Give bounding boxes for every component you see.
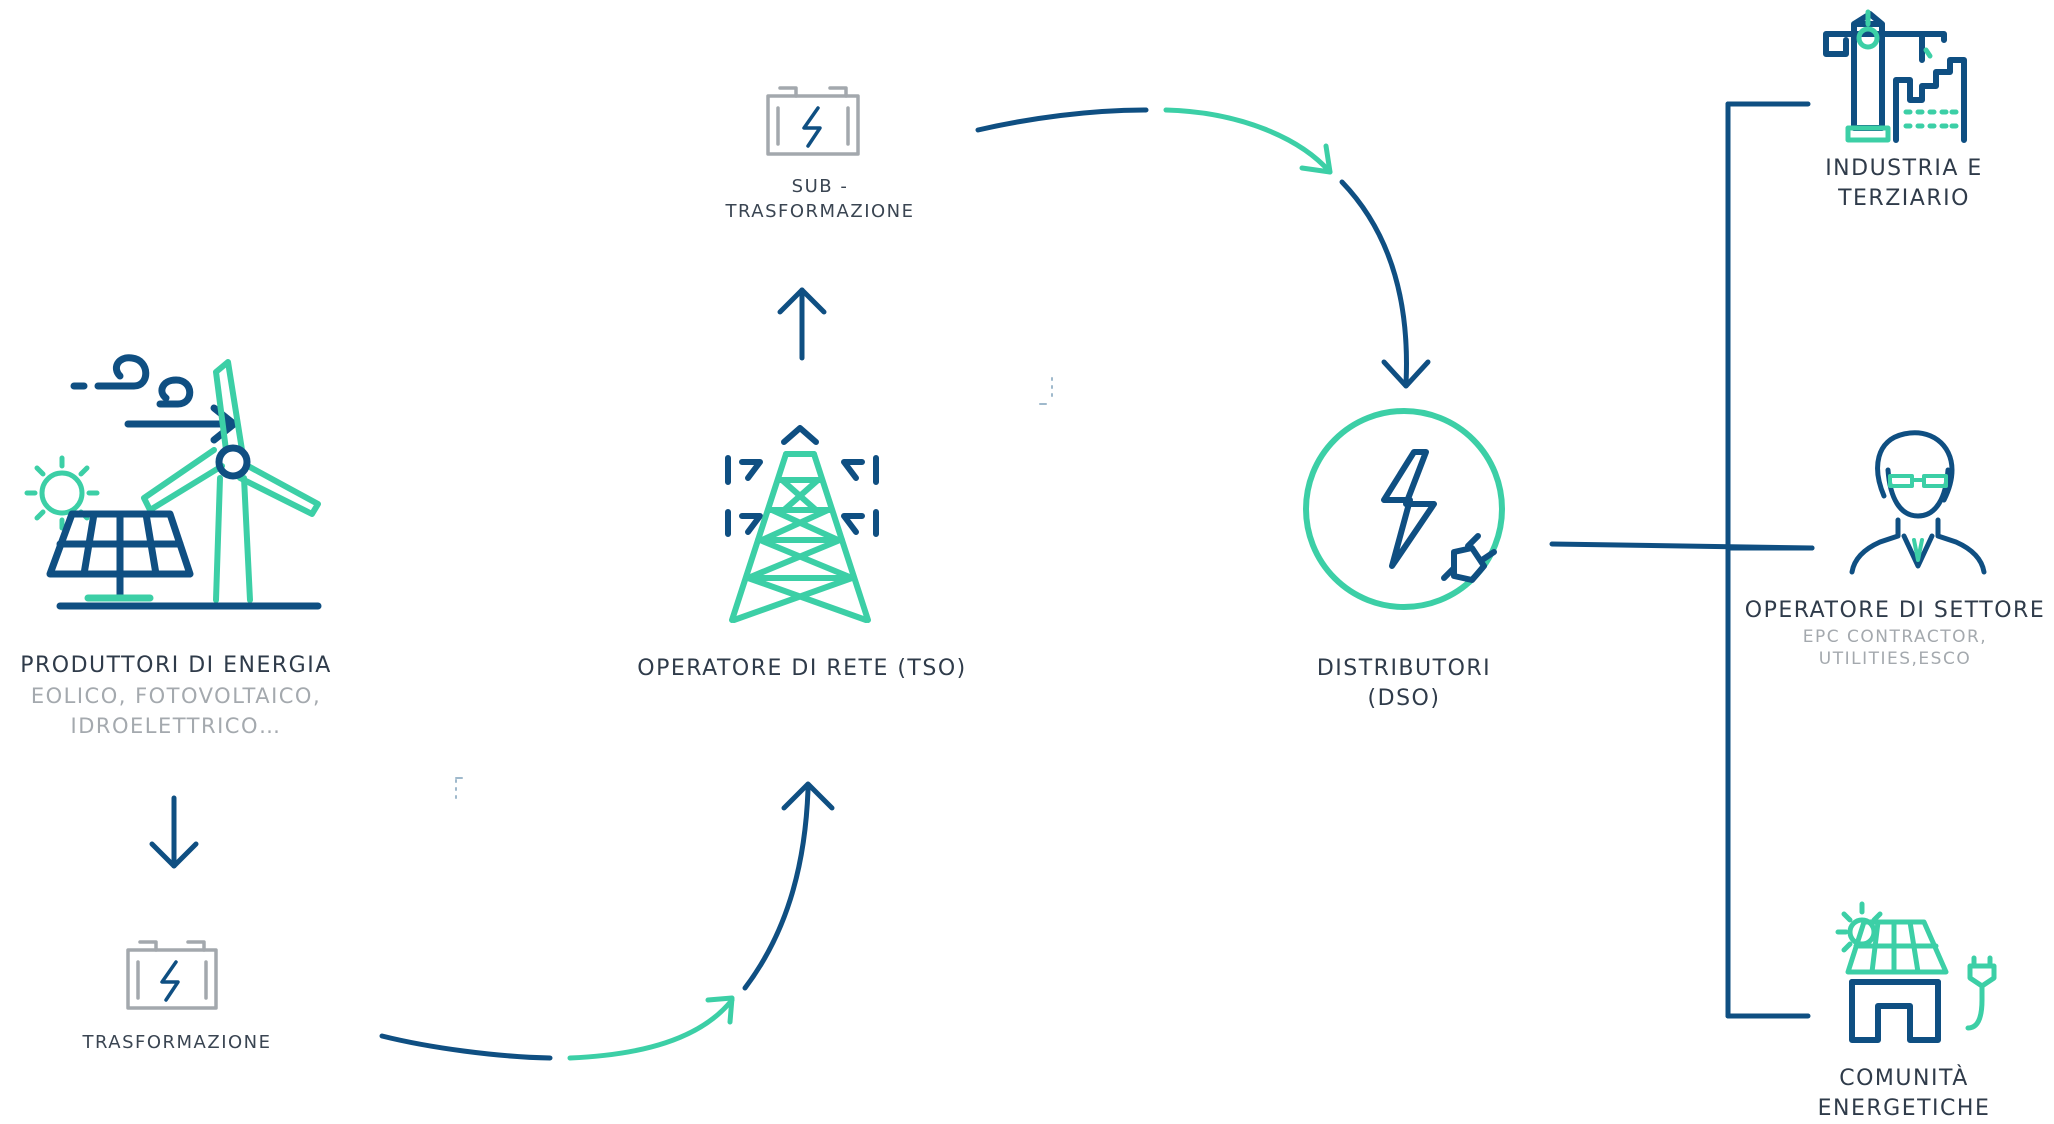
sub-trasformazione-line-1: SUB - [791, 176, 849, 197]
operatore-settore-subtitle-1: EPC CONTRACTOR, [1802, 627, 1988, 647]
flow-arrow-subtrasf-to-dso [975, 107, 1431, 389]
trasformazione-title: TRASFORMAZIONE [82, 1032, 272, 1053]
power-pylon-icon [725, 425, 879, 623]
lightning-plug-icon [1303, 408, 1505, 610]
sub-trasformazione-line-2: TRASFORMAZIONE [725, 201, 915, 222]
node-comunita: COMUNITÀ ENERGETICHE [1798, 1064, 2010, 1124]
arrow-up-icon [777, 287, 827, 361]
operatore-settore-title: OPERATORE DI SETTORE [1744, 598, 2046, 623]
comunita-line-2: ENERGETICHE [1817, 1096, 1991, 1121]
battery-icon [126, 940, 218, 1010]
branch-connector [1549, 101, 1815, 1019]
node-tso: OPERATORE DI RETE (TSO) [602, 654, 1002, 684]
factory-crane-icon [1823, 9, 1967, 143]
node-produttori: PRODUTTORI DI ENERGIA EOLICO, FOTOVOLTAI… [0, 651, 352, 741]
produttori-subtitle-2: IDROELETTRICO… [70, 714, 282, 738]
node-dso: DISTRIBUTORI (DSO) [1282, 654, 1526, 714]
node-sub-trasformazione: SUB - TRASFORMAZIONE [700, 174, 940, 224]
arrow-down-icon [149, 795, 199, 869]
produttori-title: PRODUTTORI DI ENERGIA [20, 653, 332, 678]
industria-line-2: TERZIARIO [1838, 186, 1970, 211]
solar-house-icon [1835, 901, 1997, 1043]
dso-line-1: DISTRIBUTORI [1316, 656, 1492, 681]
flow-arrow-trasf-to-tso [379, 781, 835, 1061]
battery-icon [766, 86, 860, 156]
produttori-subtitle-1: EOLICO, FOTOVOLTAICO, [30, 684, 322, 708]
node-operatore-settore: OPERATORE DI SETTORE EPC CONTRACTOR, UTI… [1740, 596, 2050, 670]
person-icon [1849, 430, 1987, 575]
decorative-dots [455, 377, 1053, 799]
dso-line-2: (DSO) [1367, 686, 1441, 711]
operatore-settore-subtitle-2: UTILITIES,ESCO [1818, 649, 1972, 669]
wind-solar-icon [24, 354, 322, 610]
industria-line-1: INDUSTRIA E [1825, 156, 1983, 181]
node-industria: INDUSTRIA E TERZIARIO [1798, 154, 2010, 214]
comunita-line-1: COMUNITÀ [1839, 1066, 1969, 1091]
node-trasformazione: TRASFORMAZIONE [62, 1030, 292, 1055]
tso-title: OPERATORE DI RETE (TSO) [637, 656, 967, 681]
